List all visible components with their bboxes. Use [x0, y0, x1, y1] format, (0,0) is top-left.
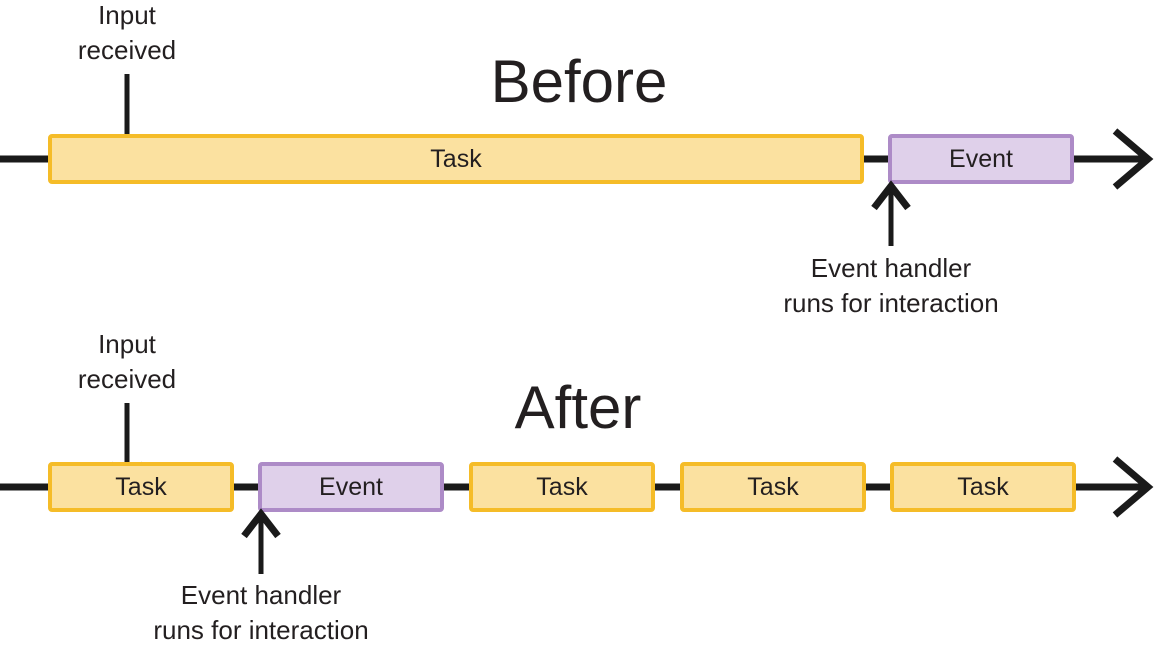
before-block-event[interactable]: Event	[888, 134, 1074, 184]
after-block-task-4-label: Task	[957, 473, 1009, 501]
before-block-task[interactable]: Task	[48, 134, 864, 184]
before-block-event-label: Event	[949, 145, 1013, 173]
after-input-label-line2: received	[78, 364, 176, 394]
before-input-label-line1: Input	[98, 0, 157, 30]
before-block-task-label: Task	[430, 145, 482, 173]
after-input-label-line1: Input	[98, 329, 157, 359]
after-event-handler-callout: Event handler runs for interaction	[153, 508, 369, 645]
before-handler-label-line1: Event handler	[811, 253, 972, 283]
after-block-task-2[interactable]: Task	[469, 462, 655, 512]
after-timeline-arrow-head	[1112, 456, 1154, 518]
after-block-task-2-rect[interactable]	[469, 462, 655, 512]
before-timeline-arrow-head	[1112, 128, 1154, 190]
after-block-task-4[interactable]: Task	[890, 462, 1076, 512]
after-input-received-callout: Input received	[78, 329, 176, 490]
after-block-event[interactable]: Event	[258, 462, 444, 512]
after-section: Input received After Task	[0, 329, 1154, 645]
after-block-task-4-rect[interactable]	[890, 462, 1076, 512]
after-block-task-1[interactable]: Task	[48, 462, 234, 512]
after-handler-arrow-head	[241, 508, 281, 539]
before-section: Input received Before Task Event	[0, 0, 1154, 318]
before-input-label-line2: received	[78, 35, 176, 65]
after-title: After	[515, 374, 642, 441]
after-block-task-3[interactable]: Task	[680, 462, 866, 512]
after-handler-label-line1: Event handler	[181, 580, 342, 610]
after-block-event-rect[interactable]	[258, 462, 444, 512]
before-handler-arrow-head	[871, 180, 911, 211]
before-input-received-callout: Input received	[78, 0, 176, 163]
after-handler-label-line2: runs for interaction	[153, 615, 368, 645]
after-block-task-1-rect[interactable]	[48, 462, 234, 512]
after-block-task-1-label: Task	[115, 473, 167, 501]
after-block-event-label: Event	[319, 473, 383, 501]
after-block-task-3-rect[interactable]	[680, 462, 866, 512]
before-event-handler-callout: Event handler runs for interaction	[783, 180, 999, 318]
before-block-event-rect[interactable]	[888, 134, 1074, 184]
before-title: Before	[491, 48, 668, 115]
after-block-task-2-label: Task	[536, 473, 588, 501]
after-block-task-3-label: Task	[747, 473, 799, 501]
before-handler-label-line2: runs for interaction	[783, 288, 998, 318]
before-block-task-rect[interactable]	[48, 134, 864, 184]
